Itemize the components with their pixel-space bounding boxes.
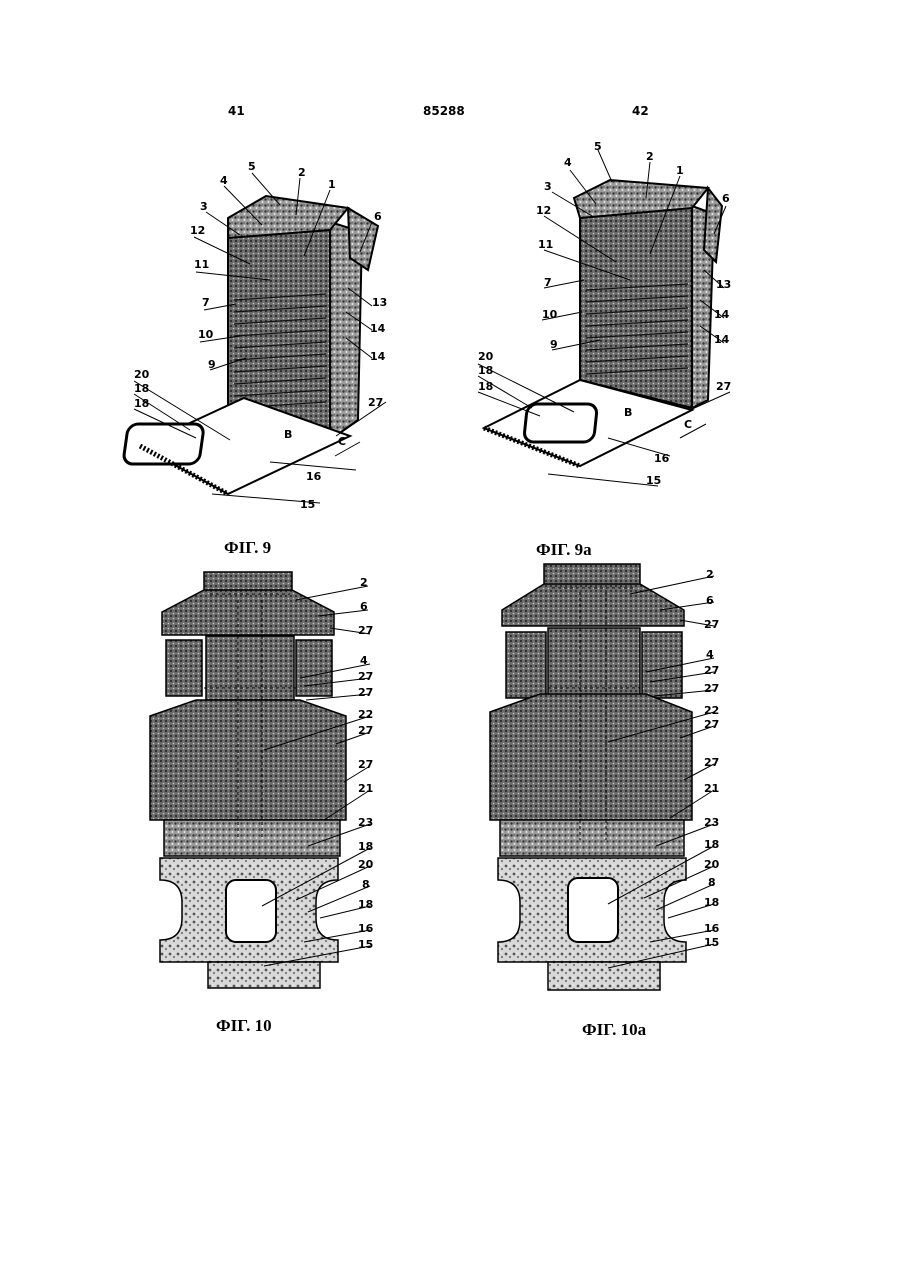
ref-label: 27: [704, 664, 719, 677]
ref-label: 5: [248, 160, 256, 173]
ref-label: 7: [544, 276, 552, 289]
ref-label: 6: [360, 600, 368, 613]
figure-9a-drawing: 5 2 4 1 3 6 12 11 13 7 14 10 14 9 20 18 …: [478, 140, 731, 487]
ref-label: 6: [706, 594, 714, 607]
ref-label: 4: [220, 174, 228, 187]
ref-label: 4: [360, 654, 368, 667]
ref-label: 1: [328, 178, 336, 191]
ref-label: 10: [542, 308, 558, 321]
ref-label: 16: [654, 452, 670, 465]
ref-label: 11: [194, 258, 209, 271]
ref-label: 27: [704, 718, 719, 731]
ref-label: 22: [704, 704, 719, 717]
ref-label: 14: [370, 322, 386, 335]
ref-label: 9: [550, 338, 558, 351]
ref-label: 14: [370, 350, 386, 363]
ref-label: 16: [704, 922, 720, 935]
ref-label: 2: [646, 150, 654, 163]
ref-label: 1: [676, 164, 684, 177]
ref-label: 15: [646, 474, 661, 487]
ref-label: 14: [714, 333, 730, 346]
figure-9a-caption: ФІГ. 9а: [536, 540, 592, 560]
ref-label: 7: [202, 296, 210, 309]
ref-label: C: [684, 418, 692, 431]
ref-label: 27: [358, 686, 373, 699]
ref-label: 4: [706, 648, 714, 661]
figure-10-labels: 2 6 27 4 27 27 22 27 27 21 23 18 20 8 18…: [358, 576, 374, 951]
ref-label: 18: [134, 397, 149, 410]
ref-label: 2: [360, 576, 368, 589]
figure-10-caption: ФІГ. 10: [216, 1016, 272, 1036]
ref-label: 23: [704, 816, 719, 829]
figure-10a-drawing: [490, 564, 714, 990]
ref-label: 12: [190, 224, 205, 237]
ref-label: 27: [358, 670, 373, 683]
ref-label: 18: [358, 840, 373, 853]
ref-label: 27: [358, 624, 373, 637]
ref-label: 18: [478, 364, 493, 377]
ref-label: 3: [200, 200, 208, 213]
ref-label: 27: [358, 758, 373, 771]
ref-label: 4: [564, 156, 572, 169]
ref-label: 15: [300, 498, 315, 511]
figure-9-drawing: 5 2 4 1 3 6 12 11 13 7 14 10 14 9 20 18 …: [123, 160, 388, 511]
ref-label: 18: [358, 898, 373, 911]
ref-label: 13: [372, 296, 387, 309]
ref-label: 6: [374, 210, 382, 223]
ref-label: 21: [704, 782, 719, 795]
figure-9-caption: ФІГ. 9: [224, 538, 271, 558]
ref-label: 6: [722, 192, 730, 205]
ref-label: B: [624, 406, 632, 419]
ref-label: 27: [368, 396, 383, 409]
ref-label: 15: [358, 938, 373, 951]
ref-label: 8: [708, 876, 716, 889]
ref-label: 21: [358, 782, 373, 795]
ref-label: 18: [478, 380, 493, 393]
ref-label: 5: [594, 140, 602, 153]
ref-label: 2: [706, 568, 714, 581]
ref-label: 23: [358, 816, 373, 829]
ref-label: 16: [358, 922, 374, 935]
ref-label: 18: [704, 838, 719, 851]
ref-label: 20: [478, 350, 494, 363]
ref-label: 18: [134, 382, 149, 395]
ref-label: 3: [544, 180, 552, 193]
ref-label: 27: [358, 724, 373, 737]
ref-label: 27: [704, 682, 719, 695]
ref-label: C: [338, 435, 346, 448]
figure-10-drawing: [150, 572, 370, 988]
ref-label: B: [284, 428, 292, 441]
ref-label: 22: [358, 708, 373, 721]
ref-label: 27: [704, 618, 719, 631]
ref-label: 18: [704, 896, 719, 909]
ref-label: 27: [704, 756, 719, 769]
ref-label: 27: [716, 380, 731, 393]
ref-label: 8: [362, 878, 370, 891]
ref-label: 12: [536, 204, 551, 217]
figure-10a-labels: 2 6 27 4 27 27 22 27 27 21 23 18 20 8 18…: [704, 568, 720, 949]
figure-10a-caption: ФІГ. 10а: [582, 1020, 646, 1040]
ref-label: 15: [704, 936, 719, 949]
ref-label: 20: [134, 368, 150, 381]
ref-label: 20: [704, 858, 720, 871]
ref-label: 16: [306, 470, 322, 483]
ref-label: 9: [208, 358, 216, 371]
ref-label: 2: [298, 166, 306, 179]
ref-label: 11: [538, 238, 553, 251]
ref-label: 10: [198, 328, 214, 341]
ref-label: 13: [716, 278, 731, 291]
ref-label: 20: [358, 858, 374, 871]
ref-label: 14: [714, 308, 730, 321]
